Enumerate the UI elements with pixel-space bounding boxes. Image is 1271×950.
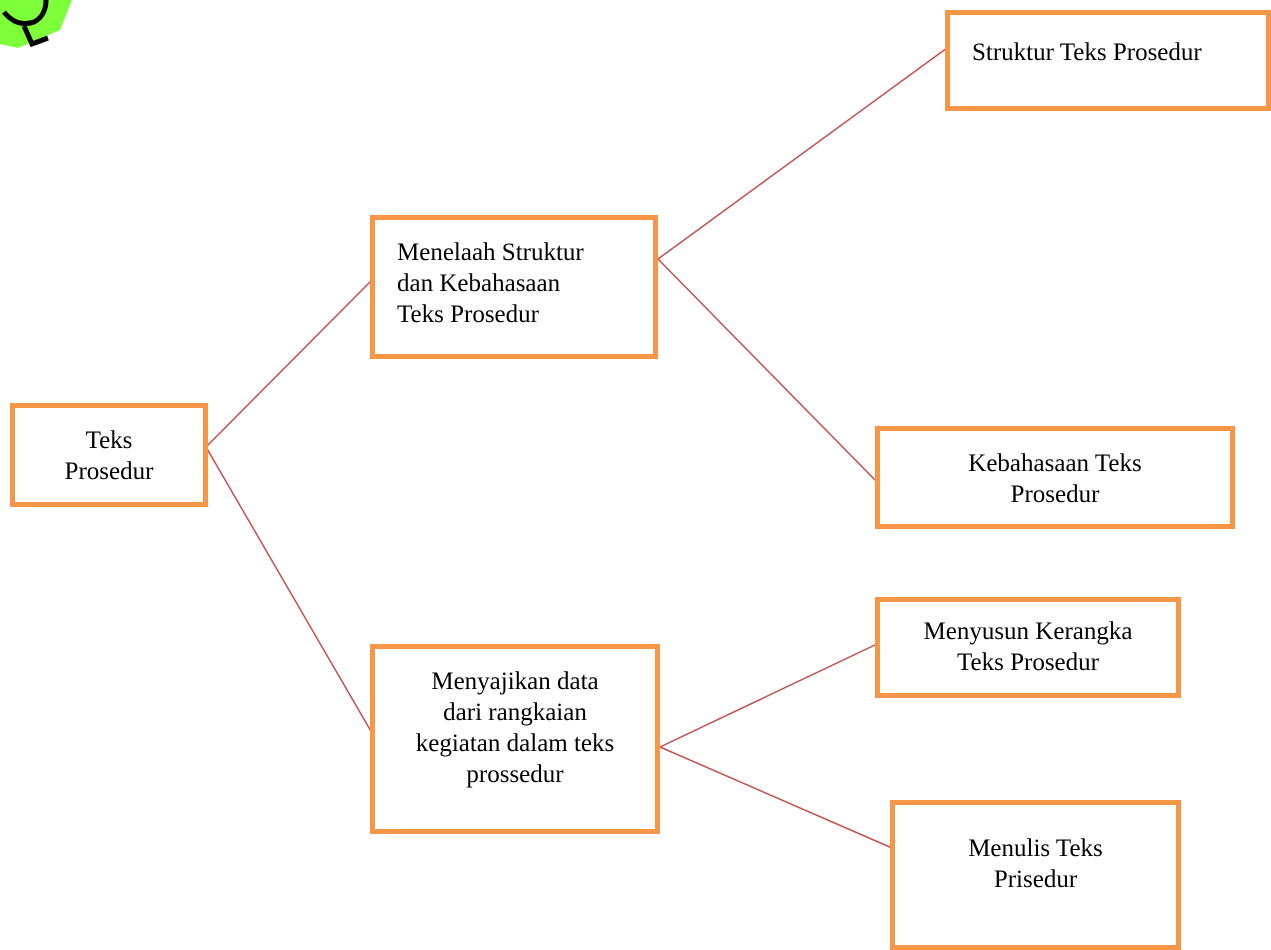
node-label-line: prossedur <box>466 761 564 788</box>
node-label-line: Teks Prosedur <box>397 301 539 328</box>
node-label-line: Struktur Teks Prosedur <box>972 39 1202 66</box>
node-label-line: Prisedur <box>993 866 1078 893</box>
node-menulis-teks: Menulis Teks Prisedur <box>890 800 1181 950</box>
node-label-line: Teks Prosedur <box>957 649 1099 676</box>
node-menyajikan-data: Menyajikan data dari rangkaian kegiatan … <box>370 644 660 834</box>
connector-root-to-telaah <box>205 279 373 448</box>
node-label-line: kegiatan dalam teks <box>415 730 615 757</box>
connector-sajikan-to-menulis <box>659 746 893 849</box>
node-label-line: Menulis Teks <box>968 835 1103 862</box>
connector-telaah-to-kebahasaan <box>657 258 878 483</box>
connector-root-to-sajikan <box>205 446 373 734</box>
node-label-line: dan Kebahasaan <box>397 270 561 297</box>
node-menyusun-kerangka: Menyusun Kerangka Teks Prosedur <box>875 597 1181 698</box>
node-teks-prosedur: Teks Prosedur <box>10 403 208 507</box>
node-label-line: Menyajikan data <box>431 668 599 695</box>
node-label-line: Menelaah Struktur <box>397 239 584 266</box>
node-label-line: dari rangkaian <box>443 699 587 726</box>
connector-sajikan-to-kerangka <box>659 643 878 748</box>
partial-logo-icon <box>0 0 72 48</box>
connector-telaah-to-struktur <box>657 47 948 260</box>
node-label-line: Kebahasaan Teks <box>968 450 1142 477</box>
node-label-line: Teks <box>85 427 133 454</box>
node-label-line: Prosedur <box>64 458 154 485</box>
node-label-line: Menyusun Kerangka <box>923 618 1133 645</box>
node-label-line: Prosedur <box>1010 481 1100 508</box>
node-menelaah-struktur: Menelaah Struktur dan Kebahasaan Teks Pr… <box>370 215 658 359</box>
node-kebahasaan-teks-prosedur: Kebahasaan Teks Prosedur <box>875 426 1235 529</box>
node-struktur-teks-prosedur: Struktur Teks Prosedur <box>945 10 1271 111</box>
